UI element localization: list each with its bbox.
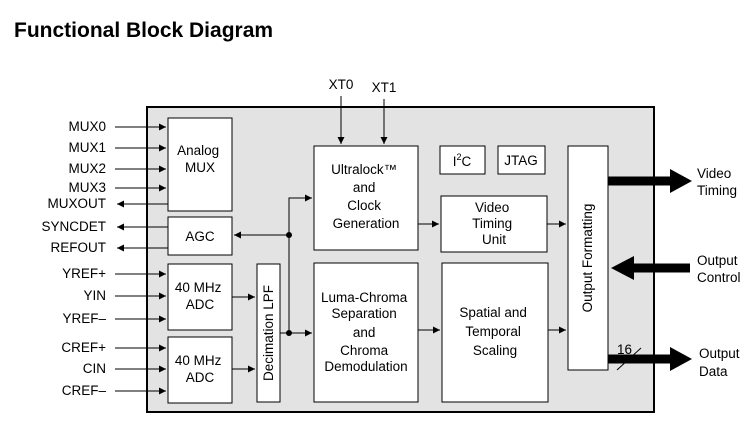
pin-mux1: MUX1 <box>68 140 106 155</box>
spatial-temporal-scaling-block <box>441 262 549 403</box>
analog-mux-block <box>167 117 233 212</box>
label-output-data: Output Data <box>699 346 743 379</box>
pin-mux2: MUX2 <box>68 161 106 176</box>
decimation-lpf-label: Decimation LPF <box>261 285 276 381</box>
pin-xt1: XT1 <box>372 80 397 95</box>
pin-yref-plus: YREF+ <box>62 266 106 281</box>
pin-syncdet: SYNCDET <box>41 219 106 234</box>
video-timing-unit-block <box>440 195 548 253</box>
luma-chroma-block <box>313 262 419 403</box>
analog-mux-label: Analog MUX <box>177 143 223 175</box>
pin-mux0: MUX0 <box>68 119 106 134</box>
pin-cin: CIN <box>83 361 106 376</box>
pin-refout: REFOUT <box>51 240 107 255</box>
adc-c-block <box>167 336 233 404</box>
arrowhead-output-data <box>670 347 692 371</box>
pin-yin: YIN <box>83 288 106 303</box>
wire-to-ultralock <box>288 194 312 333</box>
label-output-control: Output Control <box>697 253 741 285</box>
arrowhead-output-control <box>611 256 634 280</box>
jtag-block <box>497 145 546 175</box>
pin-cref-plus: CREF+ <box>61 340 106 355</box>
arrowhead-video-timing <box>670 169 692 193</box>
adc-c-label: 40 MHz ADC <box>175 353 225 385</box>
bus-width-slash <box>616 347 642 371</box>
bus-width-label: 16 <box>617 342 632 357</box>
output-formatting-block <box>567 145 609 371</box>
i2c-block <box>439 145 486 175</box>
junction-dot <box>286 232 292 238</box>
ultralock-clock-label: Ultralock™ and Clock Generation <box>331 162 401 231</box>
jtag-label: JTAG <box>504 153 538 168</box>
pin-cref-minus: CREF– <box>62 383 107 398</box>
spatial-temporal-scaling-label: Spatial and Temporal Scaling <box>459 305 530 358</box>
adc-y-label: 40 MHz ADC <box>175 280 225 312</box>
label-video-timing: Video Timing <box>697 166 737 198</box>
adc-y-block <box>167 263 233 331</box>
agc-block <box>167 216 233 256</box>
agc-label: AGC <box>185 229 215 244</box>
pin-muxout: MUXOUT <box>48 196 107 211</box>
diagram-title: Functional Block Diagram <box>14 19 273 42</box>
luma-chroma-label: Luma-Chroma Separation and Chroma Demodu… <box>321 290 411 374</box>
video-timing-unit-label: Video Timing Unit <box>472 200 516 247</box>
pin-mux3: MUX3 <box>68 180 106 195</box>
pin-xt0: XT0 <box>329 77 354 92</box>
pin-yref-minus: YREF– <box>62 311 106 326</box>
i2c-label: I2C <box>453 152 472 169</box>
ultralock-clock-block <box>313 145 419 251</box>
output-formatting-label: Output Formatting <box>580 204 595 313</box>
